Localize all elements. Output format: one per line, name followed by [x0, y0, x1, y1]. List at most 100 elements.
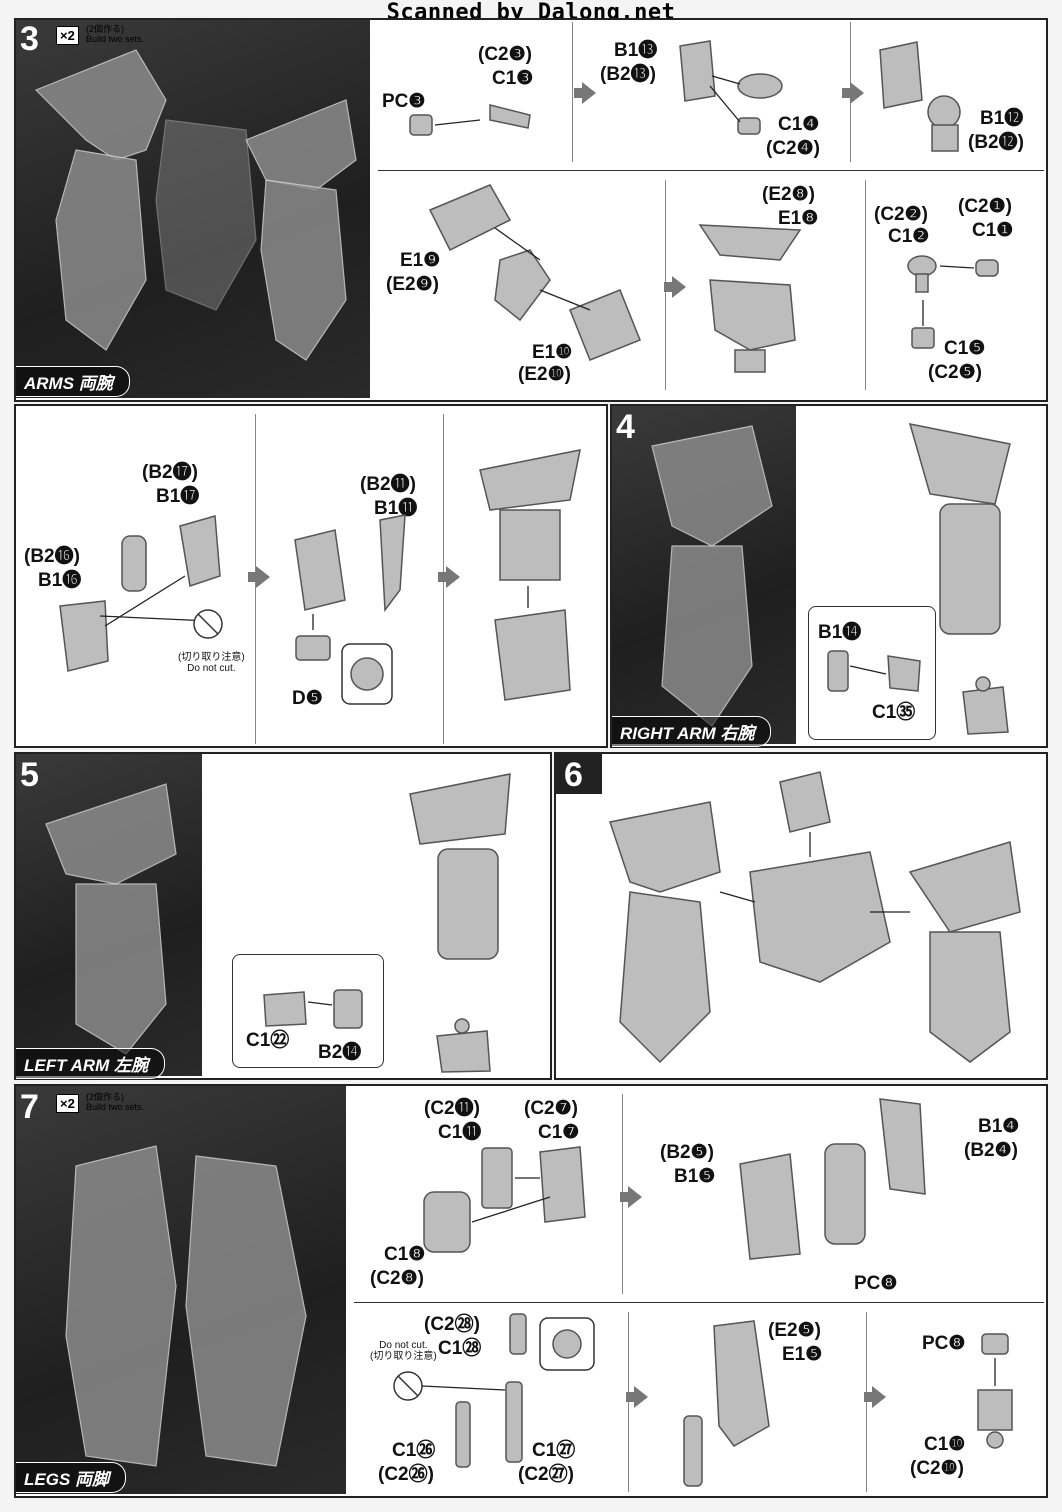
part-c2-11: (C2⓫): [424, 1098, 480, 1119]
step-3-divider-h: [378, 170, 1044, 171]
part-c1-26: C1㉖: [392, 1440, 436, 1461]
part-e2-5: (E2❺): [768, 1320, 821, 1341]
step-7e-diagram: [977, 1333, 1013, 1449]
part-b2-14: B2⓮: [318, 1042, 362, 1063]
legs-section-label: LEGS 両脚: [16, 1462, 127, 1493]
part-c2-2: (C2❷): [874, 204, 928, 225]
step-5-hand: [436, 1018, 491, 1073]
part-b1-5: B1❺: [674, 1166, 716, 1187]
part-c1-7: C1❼: [538, 1122, 580, 1143]
part-c2-3: (C2❸): [478, 44, 532, 65]
step-arrow: [438, 566, 460, 588]
part-c1-11: C1⓫: [438, 1122, 482, 1143]
part-e2-8: (E2❽): [762, 184, 815, 205]
part-b1-11: B1⓫: [374, 498, 418, 519]
part-b2-12: (B2⓬): [968, 132, 1024, 153]
part-c1-28: C1㉘: [438, 1338, 482, 1359]
step-4-inset-diagram: [827, 650, 921, 692]
step-3-note-jp: (2個作る): [86, 24, 124, 34]
left-arm-illustration: [45, 783, 177, 1055]
step-3d-diagram: [428, 184, 641, 361]
part-b1-14: B1⓮: [818, 622, 862, 643]
step-3e-diagram: [698, 224, 802, 373]
part-b2-5: (B2❺): [660, 1142, 714, 1163]
step-7-divider-h: [354, 1302, 1044, 1303]
step-6-diagram: [609, 771, 1021, 1064]
step-7-divider-3: [866, 1312, 867, 1492]
step-3f-diagram: [907, 255, 999, 349]
part-pc8-b: PC❽: [922, 1333, 966, 1354]
part-c1-35: C1㉟: [872, 702, 916, 723]
part-c2-5: (C2❺): [928, 362, 982, 383]
part-e2-10: (E2❿): [518, 364, 571, 385]
step-4-illustration: [612, 406, 796, 744]
step-3c-diagram: [879, 41, 961, 152]
part-pc8: PC❽: [854, 1273, 898, 1294]
right-arm-illustration: [651, 425, 773, 727]
step-3-number: 3: [20, 20, 39, 58]
part-c1-5: C1❺: [944, 338, 986, 359]
part-c1-27: C1㉗: [532, 1440, 576, 1461]
step-7c-diagram: [393, 1313, 595, 1468]
step-3-divider-1: [572, 22, 573, 162]
part-c1-8: C1❽: [384, 1244, 426, 1265]
part-b1-17: B1⓱: [156, 486, 200, 507]
step-3-illustration: [16, 20, 370, 398]
part-c1-1: C1❶: [972, 220, 1014, 241]
cut-warning: (切り取り注意) Do not cut.: [178, 652, 245, 674]
part-b1-13: B1⓭: [614, 40, 658, 61]
part-c1-3: C1❸: [492, 68, 534, 89]
part-e1-5: E1❺: [782, 1344, 823, 1365]
step-7-multiplier: ×2: [56, 1094, 79, 1113]
step-arrow: [664, 276, 686, 298]
part-c1-10: C1❿: [924, 1434, 966, 1455]
part-c2-4: (C2❹): [766, 138, 820, 159]
step-arrow: [574, 82, 596, 104]
part-c1-22: C1㉒: [246, 1030, 290, 1051]
part-c1-4: C1❹: [778, 114, 820, 135]
part-e2-9: (E2❾): [386, 274, 439, 295]
step-7-divider-2: [628, 1312, 629, 1492]
step-6-number-bg: [556, 754, 602, 794]
part-b2-17: (B2⓱): [142, 462, 198, 483]
part-e1-8: E1❽: [778, 208, 819, 229]
step-arrow: [620, 1186, 642, 1208]
right-arm-section-label: RIGHT ARM 右腕: [612, 716, 772, 747]
step-6-number: 6: [564, 756, 583, 794]
step-3a-diagram: [409, 104, 531, 136]
part-c2-28: (C2㉘): [424, 1314, 480, 1335]
step-3-multiplier: ×2: [56, 26, 79, 45]
step-3-note-en: Build two sets.: [86, 34, 145, 44]
part-b2-4: (B2❹): [964, 1140, 1018, 1161]
step-7-note: (2個作る) Build two sets.: [86, 1092, 144, 1112]
cut-warning-jp: (切り取り注意): [178, 652, 245, 663]
part-e1-9: E1❾: [400, 250, 441, 271]
cut-warning-legs-jp: (切り取り注意): [370, 1351, 437, 1362]
part-pc3: PC❸: [382, 91, 426, 112]
step-3i-diagram: [479, 449, 581, 701]
part-c1-2: C1❷: [888, 226, 930, 247]
cut-warning-en: Do not cut.: [187, 663, 236, 674]
legs-illustration: [65, 1145, 307, 1467]
step-arrow: [626, 1386, 648, 1408]
part-c2-1: (C2❶): [958, 196, 1012, 217]
cut-warning-legs-en: Do not cut.: [379, 1340, 428, 1351]
part-b2-13: (B2⓭): [600, 64, 656, 85]
step-arrow: [864, 1386, 886, 1408]
step-7-number: 7: [20, 1088, 39, 1126]
part-b2-16: (B2⓰): [24, 546, 80, 567]
step-7-illustration: [16, 1086, 346, 1494]
step-7d-diagram: [683, 1320, 770, 1487]
step-5-inset-diagram: [263, 989, 363, 1029]
part-e1-10: E1❿: [532, 342, 573, 363]
part-b1-12: B1⓬: [980, 108, 1024, 129]
step-3b-diagram: [679, 40, 783, 135]
step-4-diagram: [908, 423, 1011, 635]
step-arrow: [248, 566, 270, 588]
arms-illustration: [34, 49, 357, 361]
step-5-diagram: [409, 773, 511, 960]
arms-section-label: ARMS 両腕: [16, 366, 130, 397]
part-b1-4: B1❹: [978, 1116, 1020, 1137]
step-7-note-jp: (2個作る): [86, 1092, 124, 1102]
step-5-number: 5: [20, 756, 39, 794]
